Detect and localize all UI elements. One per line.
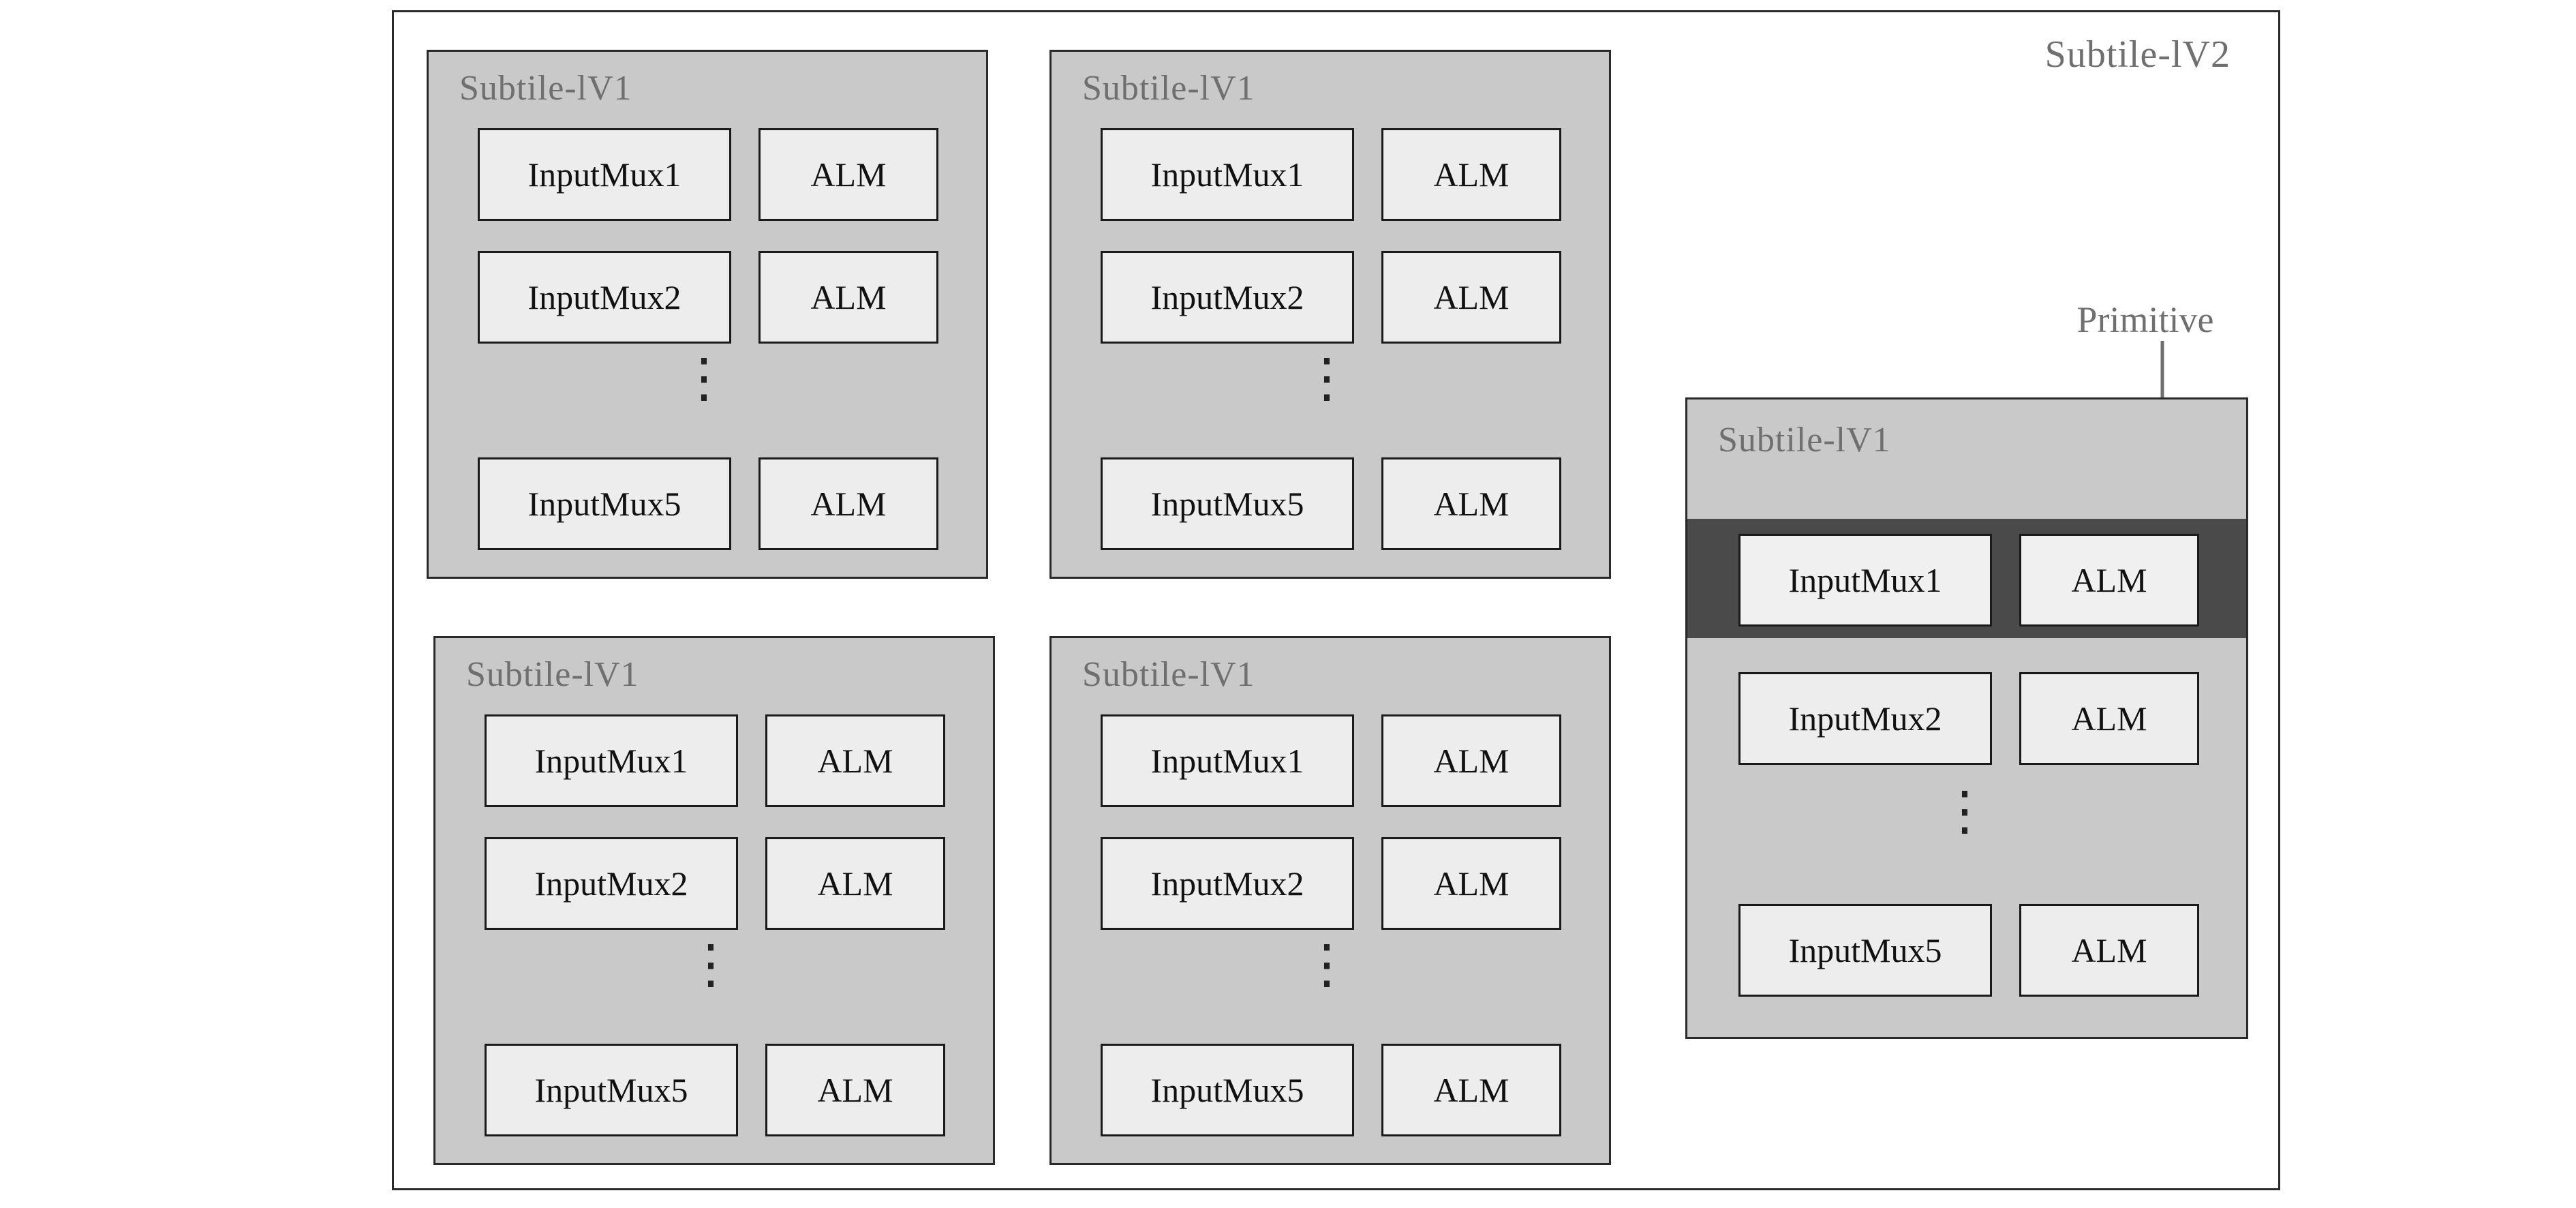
vertical-ellipsis: ⋮ (1938, 781, 1991, 841)
mux-alm-row: InputMux5 ALM (1738, 904, 2199, 997)
inputmux5-box: InputMux5 (478, 457, 731, 550)
mux-alm-row: InputMux1 ALM (478, 128, 938, 221)
alm-box: ALM (2019, 534, 2199, 626)
vertical-ellipsis: ⋮ (1300, 935, 1353, 994)
inputmux2-box: InputMux2 (1101, 837, 1354, 930)
subtile-lv1-label: Subtile-lV1 (1082, 69, 1255, 108)
inputmux1-box: InputMux1 (1101, 714, 1354, 807)
inputmux1-box: InputMux1 (478, 128, 731, 221)
subtile-lv1-label: Subtile-lV1 (1082, 655, 1255, 694)
vertical-ellipsis: ⋮ (677, 348, 731, 408)
alm-box: ALM (1381, 837, 1561, 930)
mux-alm-row: InputMux1 ALM (485, 714, 945, 807)
inputmux2-box: InputMux2 (478, 251, 731, 344)
alm-box: ALM (758, 457, 938, 550)
inputmux1-box: InputMux1 (485, 714, 738, 807)
alm-box: ALM (2019, 672, 2199, 765)
subtile-lv1-detail: Subtile-lV1 InputMux1 ALM InputMux2 ALM … (1685, 397, 2248, 1039)
vertical-ellipsis: ⋮ (684, 935, 737, 994)
primitive-label: Primitive (2076, 299, 2214, 340)
subtile-lv1-label: Subtile-lV1 (459, 69, 632, 108)
subtile-lv1-bottom-left: Subtile-lV1 InputMux1 ALM InputMux2 ALM … (433, 636, 995, 1165)
subtile-lv1-top-right: Subtile-lV1 InputMux1 ALM InputMux2 ALM … (1049, 50, 1611, 579)
alm-box: ALM (1381, 128, 1561, 221)
mux-alm-row: InputMux1 ALM (1738, 534, 2199, 626)
inputmux2-box: InputMux2 (1101, 251, 1354, 344)
alm-box: ALM (765, 1044, 945, 1136)
mux-alm-row: InputMux5 ALM (478, 457, 938, 550)
alm-box: ALM (765, 837, 945, 930)
vertical-ellipsis: ⋮ (1300, 348, 1353, 408)
inputmux5-box: InputMux5 (485, 1044, 738, 1136)
alm-box: ALM (2019, 904, 2199, 997)
primitive-highlight-band: InputMux1 ALM (1687, 519, 2246, 638)
mux-alm-row: InputMux5 ALM (1101, 457, 1561, 550)
alm-box: ALM (1381, 251, 1561, 344)
mux-alm-row: InputMux2 ALM (1101, 837, 1561, 930)
alm-box: ALM (758, 128, 938, 221)
subtile-lv2-frame: Subtile-lV2 Subtile-lV1 InputMux1 ALM In… (392, 10, 2280, 1190)
inputmux2-box: InputMux2 (485, 837, 738, 930)
mux-alm-row: InputMux2 ALM (485, 837, 945, 930)
inputmux1-box: InputMux1 (1738, 534, 1992, 626)
mux-alm-row: InputMux2 ALM (478, 251, 938, 344)
subtile-lv1-label: Subtile-lV1 (1718, 421, 1891, 459)
mux-alm-row: InputMux2 ALM (1738, 672, 2199, 765)
subtile-lv1-top-left: Subtile-lV1 InputMux1 ALM InputMux2 ALM … (427, 50, 988, 579)
mux-alm-row: InputMux2 ALM (1101, 251, 1561, 344)
mux-alm-row: InputMux1 ALM (1101, 128, 1561, 221)
subtile-lv1-label: Subtile-lV1 (466, 655, 639, 694)
inputmux1-box: InputMux1 (1101, 128, 1354, 221)
inputmux5-box: InputMux5 (1101, 1044, 1354, 1136)
inputmux2-box: InputMux2 (1738, 672, 1992, 765)
mux-alm-row: InputMux5 ALM (1101, 1044, 1561, 1136)
subtile-lv2-label: Subtile-lV2 (2044, 33, 2230, 76)
mux-alm-row: InputMux1 ALM (1101, 714, 1561, 807)
inputmux5-box: InputMux5 (1738, 904, 1992, 997)
alm-box: ALM (758, 251, 938, 344)
inputmux5-box: InputMux5 (1101, 457, 1354, 550)
mux-alm-row: InputMux5 ALM (485, 1044, 945, 1136)
alm-box: ALM (1381, 457, 1561, 550)
alm-box: ALM (765, 714, 945, 807)
subtile-lv1-bottom-right: Subtile-lV1 InputMux1 ALM InputMux2 ALM … (1049, 636, 1611, 1165)
alm-box: ALM (1381, 1044, 1561, 1136)
alm-box: ALM (1381, 714, 1561, 807)
